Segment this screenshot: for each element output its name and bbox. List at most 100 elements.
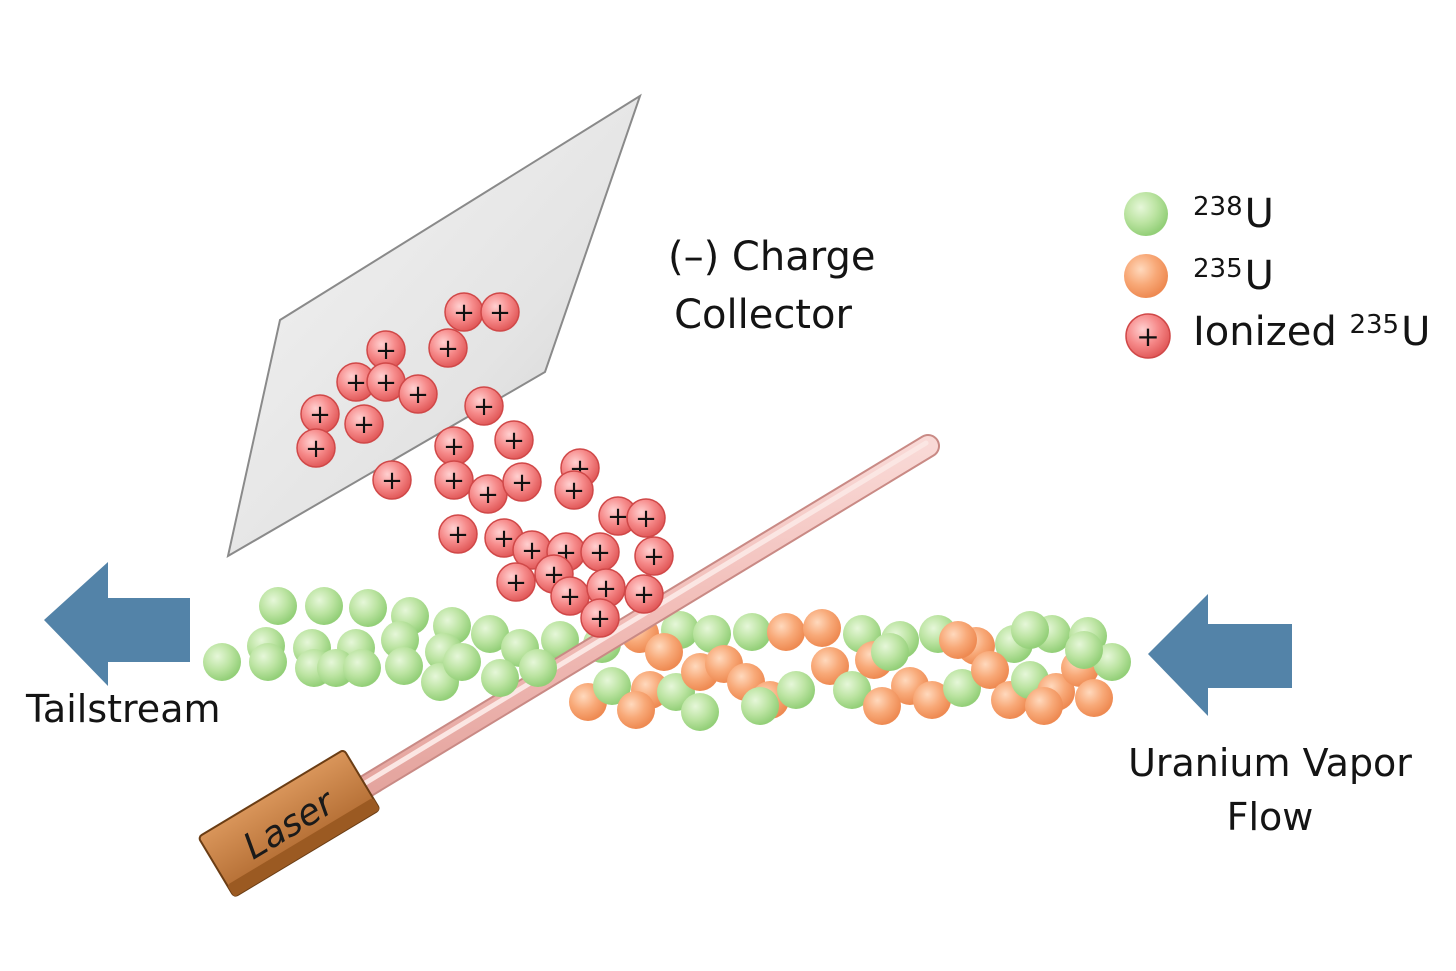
u238-atom	[385, 647, 423, 685]
u238-atom	[471, 615, 509, 653]
ion-plus-sign: +	[447, 520, 469, 550]
u235-atom	[645, 633, 683, 671]
ion-plus-sign: +	[511, 468, 533, 498]
u238-atom	[305, 587, 343, 625]
ion-plus-sign: +	[595, 574, 617, 604]
ion-plus-sign: +	[503, 426, 525, 456]
u235-atom	[767, 613, 805, 651]
legend-marker-u238	[1124, 192, 1168, 236]
ion-plus-sign: +	[453, 298, 475, 328]
ion-plus-sign: +	[559, 582, 581, 612]
charge-collector-label: (–) Charge Collector	[668, 228, 876, 344]
ion-plus-sign: +	[353, 410, 375, 440]
u238-atom	[481, 659, 519, 697]
ion-plus-sign: +	[375, 336, 397, 366]
legend-marker-u235	[1124, 254, 1168, 298]
charge-collector-line1: (–) Charge	[668, 234, 876, 280]
ion-plus-sign: +	[375, 368, 397, 398]
ionized-u235-cloud: +++++++++++++++++++++++++++++++++	[296, 292, 674, 638]
legend-item-ionized: Ionized 235U	[1193, 312, 1430, 352]
ionized-u235-atom	[438, 514, 478, 554]
ion-plus-sign: +	[473, 392, 495, 422]
u238-atom	[943, 669, 981, 707]
ionized-u235-atom	[554, 470, 594, 510]
vapor-flow-line2: Flow	[1226, 795, 1314, 839]
u235-atom	[939, 621, 977, 659]
ionized-u235-atom	[626, 498, 666, 538]
u238-atom	[693, 615, 731, 653]
ion-plus-sign: +	[563, 476, 585, 506]
u235-atom	[811, 647, 849, 685]
ionized-u235-atom	[372, 460, 412, 500]
ion-plus-sign: +	[305, 434, 327, 464]
vapor-flow-arrow	[1148, 594, 1292, 716]
ion-plus-sign: +	[443, 466, 465, 496]
legend-marker-ionized: +	[1125, 313, 1171, 359]
ionized-u235-atom	[344, 404, 384, 444]
legend-u238-symbol: U	[1244, 191, 1274, 237]
ion-plus-sign: +	[407, 380, 429, 410]
ion-plus-sign: +	[607, 502, 629, 532]
u238-atom	[593, 667, 631, 705]
u235-atom	[971, 651, 1009, 689]
ionized-u235-atom	[634, 536, 674, 576]
ion-plus-sign: +	[345, 368, 367, 398]
ion-plus-sign: +	[309, 400, 331, 430]
legend-u238-mass: 238	[1193, 192, 1243, 222]
ion-plus-sign: +	[633, 580, 655, 610]
u238-atom	[741, 687, 779, 725]
ionized-u235-atom	[494, 420, 534, 460]
u238-atom	[833, 671, 871, 709]
ionized-u235-atom	[428, 328, 468, 368]
u235-atom	[617, 691, 655, 729]
vapor-stream-front	[203, 631, 1131, 731]
charge-collector-line2: Collector	[674, 292, 852, 338]
ion-plus-sign: +	[505, 568, 527, 598]
u238-atom	[519, 649, 557, 687]
ion-plus-sign: +	[437, 334, 459, 364]
u235-atom	[803, 609, 841, 647]
u238-atom	[203, 643, 241, 681]
ionized-u235-atom	[580, 598, 620, 638]
ion-plus-sign: +	[493, 524, 515, 554]
ion-plus-sign: +	[589, 538, 611, 568]
legend-ionized-mass: 235	[1349, 310, 1400, 340]
legend-u235-mass: 235	[1193, 254, 1243, 284]
u238-atom	[871, 633, 909, 671]
ion-plus-sign: +	[381, 466, 403, 496]
laser-device: Laser	[198, 750, 380, 897]
u238-atom	[249, 643, 287, 681]
ionized-u235-atom	[496, 562, 536, 602]
ion-plus-sign: +	[477, 480, 499, 510]
ion-plus-sign: +	[521, 536, 543, 566]
ionized-u235-atom	[398, 374, 438, 414]
legend-ionized-symbol: U	[1401, 309, 1431, 355]
legend-ionized-prefix: Ionized	[1193, 309, 1337, 355]
vapor-flow-line1: Uranium Vapor	[1128, 741, 1412, 785]
ionized-u235-atom	[624, 574, 664, 614]
u235-atom	[913, 681, 951, 719]
legend-ion-plus: +	[1136, 320, 1159, 353]
u238-atom	[343, 649, 381, 687]
ion-plus-sign: +	[589, 604, 611, 634]
vapor-flow-label: Uranium Vapor Flow	[1128, 736, 1412, 844]
ion-plus-sign: +	[643, 542, 665, 572]
u235-atom	[863, 687, 901, 725]
u235-atom	[1025, 687, 1063, 725]
ion-plus-sign: +	[443, 432, 465, 462]
legend-item-u235: 235U	[1193, 256, 1274, 296]
ion-plus-sign: +	[635, 504, 657, 534]
u238-atom	[777, 671, 815, 709]
tailstream-arrow	[44, 562, 190, 686]
u238-atom	[681, 693, 719, 731]
u238-atom	[317, 649, 355, 687]
ionized-u235-atom	[464, 386, 504, 426]
legend-u235-symbol: U	[1244, 253, 1274, 299]
u238-atom	[443, 643, 481, 681]
ionized-u235-atom	[434, 460, 474, 500]
u238-atom	[1065, 631, 1103, 669]
ion-plus-sign: +	[489, 298, 511, 328]
tailstream-label: Tailstream	[26, 687, 221, 731]
ionized-u235-atom	[502, 462, 542, 502]
